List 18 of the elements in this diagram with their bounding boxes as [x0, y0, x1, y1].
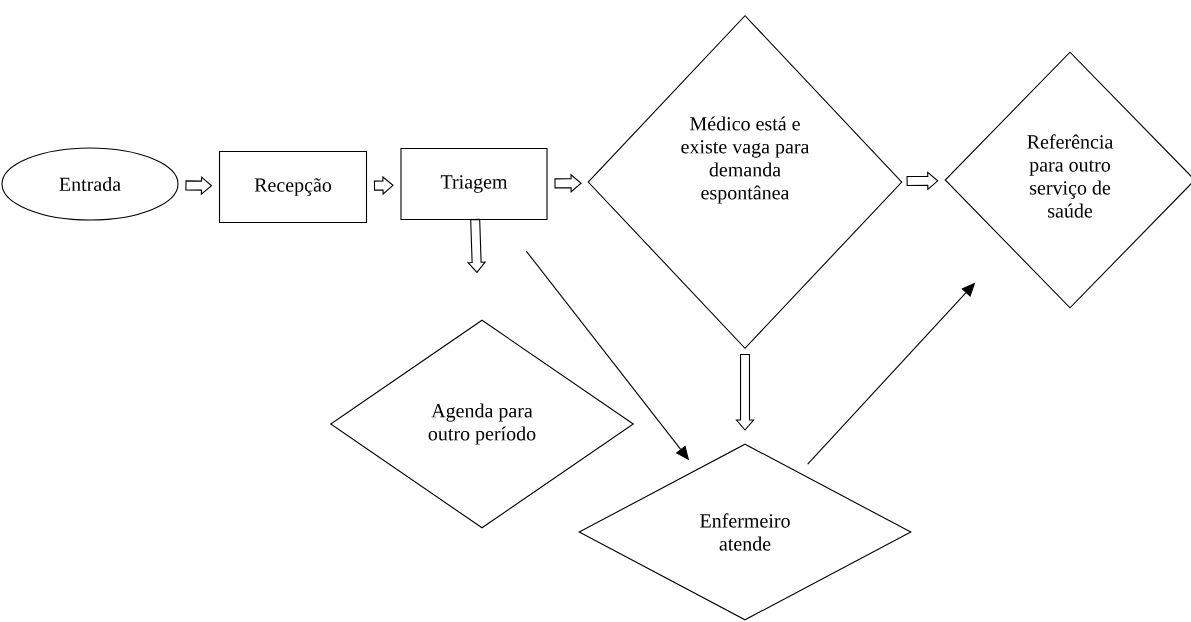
decision-diamond: [578, 443, 912, 621]
start-ellipse: [1, 147, 179, 221]
decision-diamond: [944, 51, 1191, 309]
process-box: [218, 150, 368, 224]
node-text: Entrada: [59, 176, 121, 192]
block-arrow: [185, 175, 213, 196]
block-arrow: [466, 218, 487, 274]
node-text: Médico está e existe vaga para demanda espontânea: [681, 116, 810, 204]
process-box: [400, 147, 548, 221]
node-text: Agenda para outro período: [428, 403, 536, 445]
node-text: Recepção: [254, 178, 332, 196]
node-text: Enfermeiro atende: [700, 513, 790, 551]
node-text: Referência para outro serviço de saúde: [1027, 134, 1114, 218]
node-text: Triagem: [440, 175, 508, 193]
block-arrow: [906, 171, 939, 191]
block-arrow: [735, 353, 755, 431]
block-arrow: [373, 175, 394, 196]
block-arrow: [554, 173, 582, 193]
